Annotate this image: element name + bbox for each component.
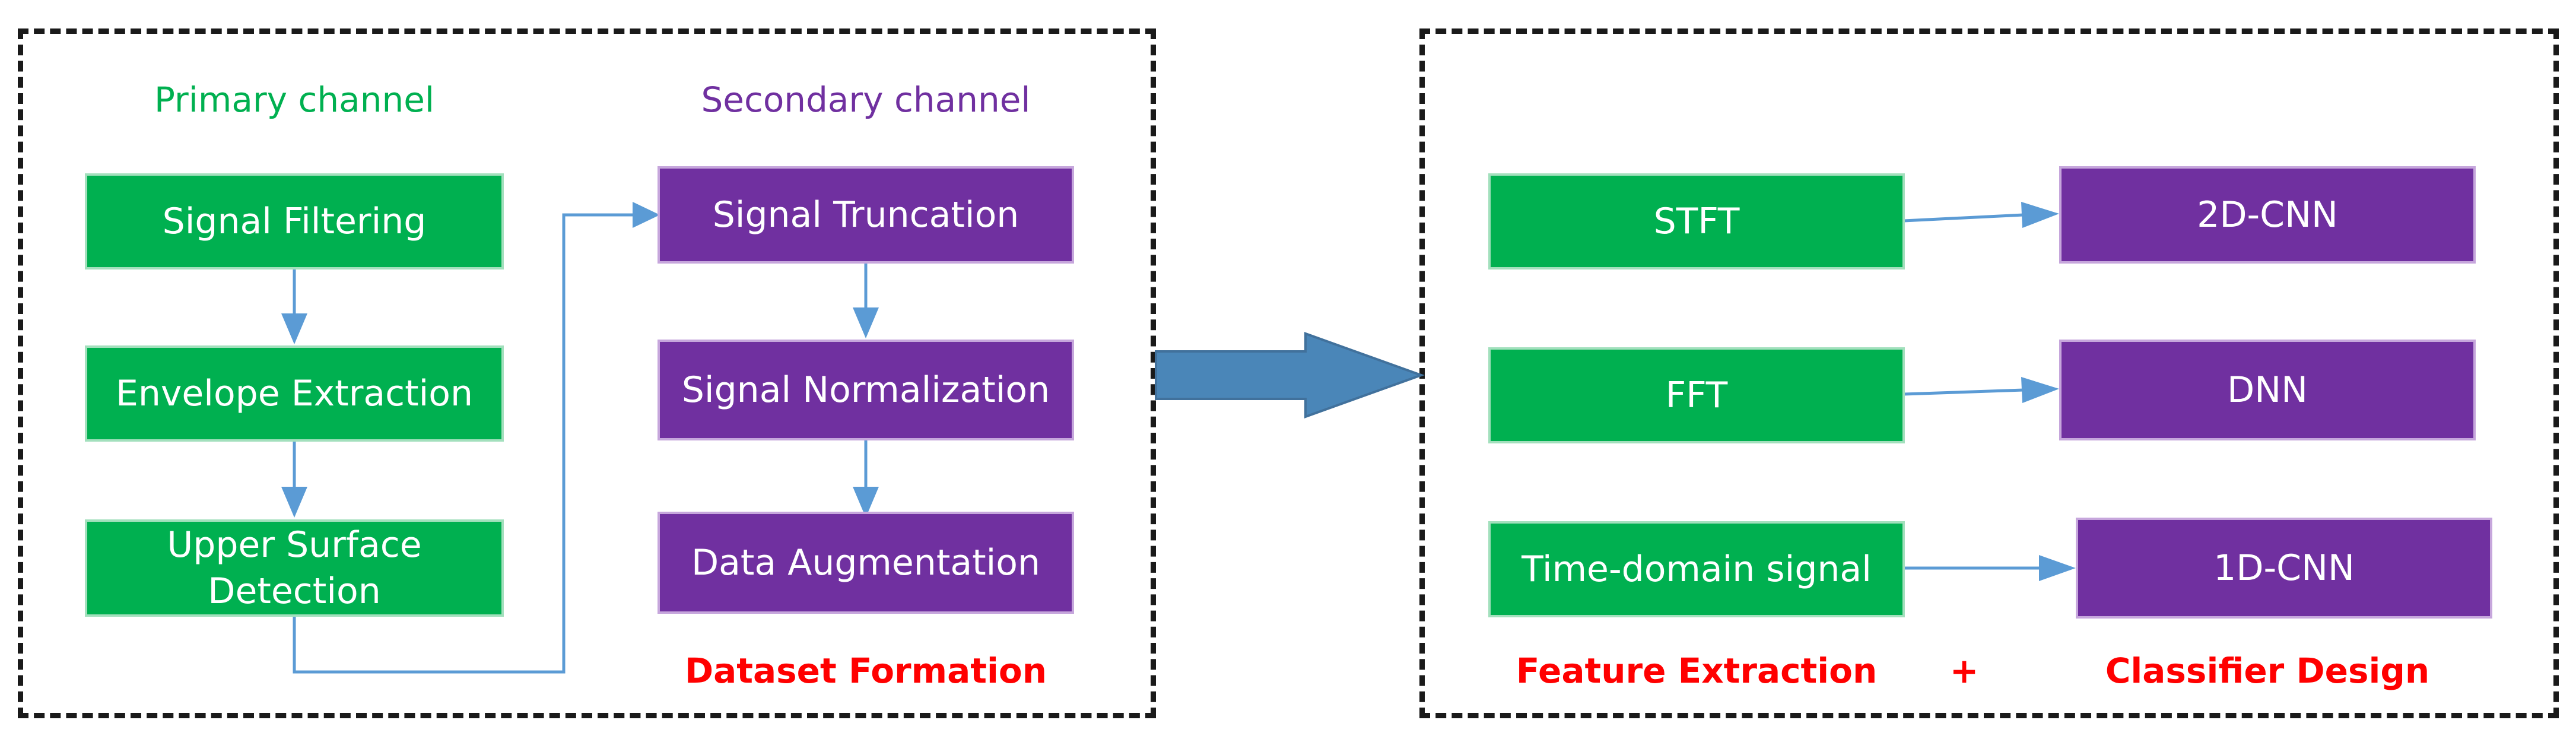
dataset-formation-label: Dataset Formation bbox=[685, 651, 1047, 691]
feature-extraction-label: Feature Extraction bbox=[1516, 651, 1878, 691]
model-frame bbox=[1419, 28, 2559, 718]
fft-box: FFT bbox=[1488, 347, 1905, 443]
arrow-primary-to-secondary bbox=[293, 213, 635, 674]
arrowhead-truncation bbox=[633, 202, 660, 228]
signal-truncation-box: Signal Truncation bbox=[658, 166, 1074, 264]
arrow-fft-to-dnn bbox=[1903, 388, 2024, 396]
upper-surface-detection-box: Upper Surface Detection bbox=[85, 519, 504, 617]
big-transition-arrow bbox=[1155, 332, 1425, 418]
1d-cnn-box: 1D-CNN bbox=[2076, 518, 2492, 619]
arrowhead-upper-surface bbox=[281, 487, 307, 518]
arrowhead-envelope bbox=[281, 313, 307, 344]
arrowhead-2dcnn bbox=[2021, 202, 2059, 228]
arrowhead-normalization bbox=[853, 307, 879, 338]
arrowhead-1dcnn bbox=[2039, 555, 2076, 581]
time-domain-signal-box: Time-domain signal bbox=[1488, 521, 1905, 617]
dnn-box: DNN bbox=[2059, 340, 2476, 440]
plus-sign-label: + bbox=[1949, 651, 1979, 691]
2d-cnn-box: 2D-CNN bbox=[2059, 166, 2476, 264]
arrow-stft-to-2dcnn bbox=[1903, 213, 2024, 223]
signal-normalization-box: Signal Normalization bbox=[658, 340, 1074, 440]
data-augmentation-box: Data Augmentation bbox=[658, 512, 1074, 614]
stft-box: STFT bbox=[1488, 173, 1905, 269]
arrowhead-augmentation bbox=[853, 487, 879, 518]
envelope-extraction-box: Envelope Extraction bbox=[85, 345, 504, 442]
primary-channel-label: Primary channel bbox=[154, 80, 435, 120]
dataset-formation-frame bbox=[18, 28, 1156, 718]
secondary-channel-label: Secondary channel bbox=[701, 80, 1031, 120]
classifier-design-label: Classifier Design bbox=[2105, 651, 2430, 691]
signal-filtering-box: Signal Filtering bbox=[85, 173, 504, 269]
arrowhead-dnn bbox=[2021, 377, 2059, 403]
